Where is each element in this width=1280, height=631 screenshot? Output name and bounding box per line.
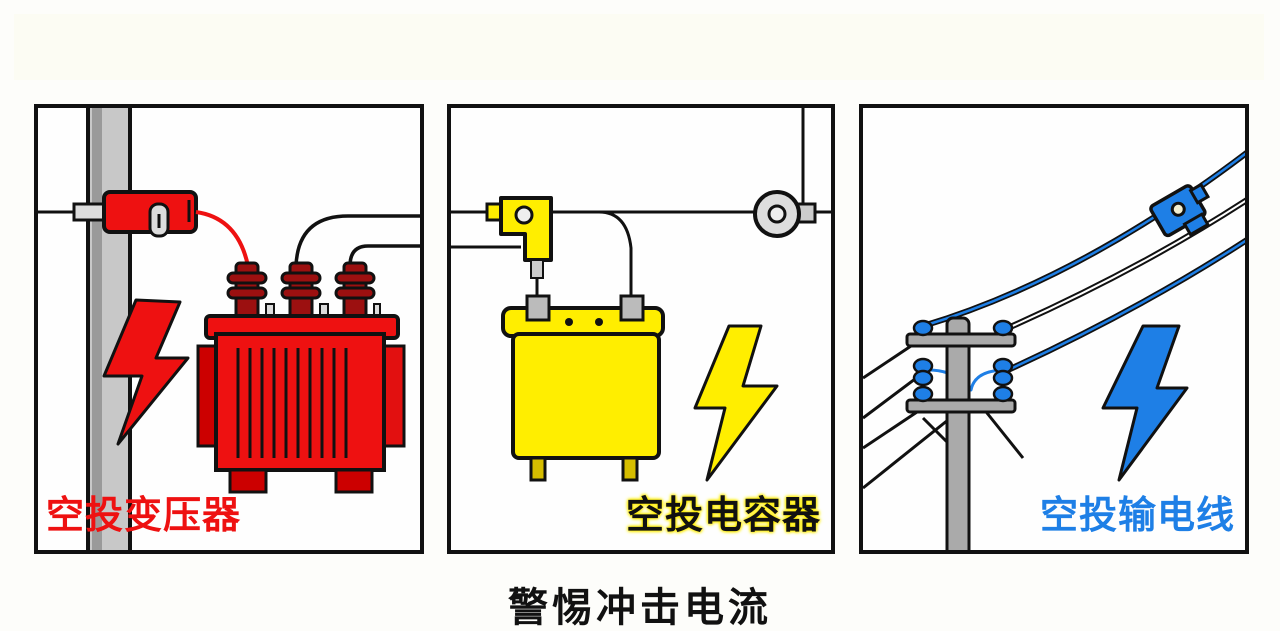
ring-insulator-icon: [753, 190, 817, 238]
lightning-bolt-icon: [102, 298, 190, 446]
label-capacitor: 空投电容器: [625, 493, 821, 537]
panel-capacitor: 空投电容器: [447, 104, 835, 554]
bottom-caption: 警惕冲击电流: [508, 585, 772, 631]
switch-clamp-icon: [485, 196, 553, 298]
lightning-bolt-icon: [1101, 324, 1189, 482]
label-transformer: 空投变压器: [46, 493, 242, 537]
capacitor-illustration: [451, 108, 831, 482]
drop-switch-icon: [72, 190, 198, 238]
transmission-line-illustration: [863, 150, 1245, 550]
line-clamp-icon: [1149, 182, 1211, 238]
panel-transmission-line: 空投输电线: [859, 104, 1249, 554]
transformer-illustration: [38, 108, 420, 550]
label-transmission-line: 空投输电线: [1039, 493, 1235, 537]
header-band: [14, 14, 1264, 80]
panel-transformer: 空投变压器: [34, 104, 424, 554]
lightning-bolt-icon: [693, 324, 779, 482]
